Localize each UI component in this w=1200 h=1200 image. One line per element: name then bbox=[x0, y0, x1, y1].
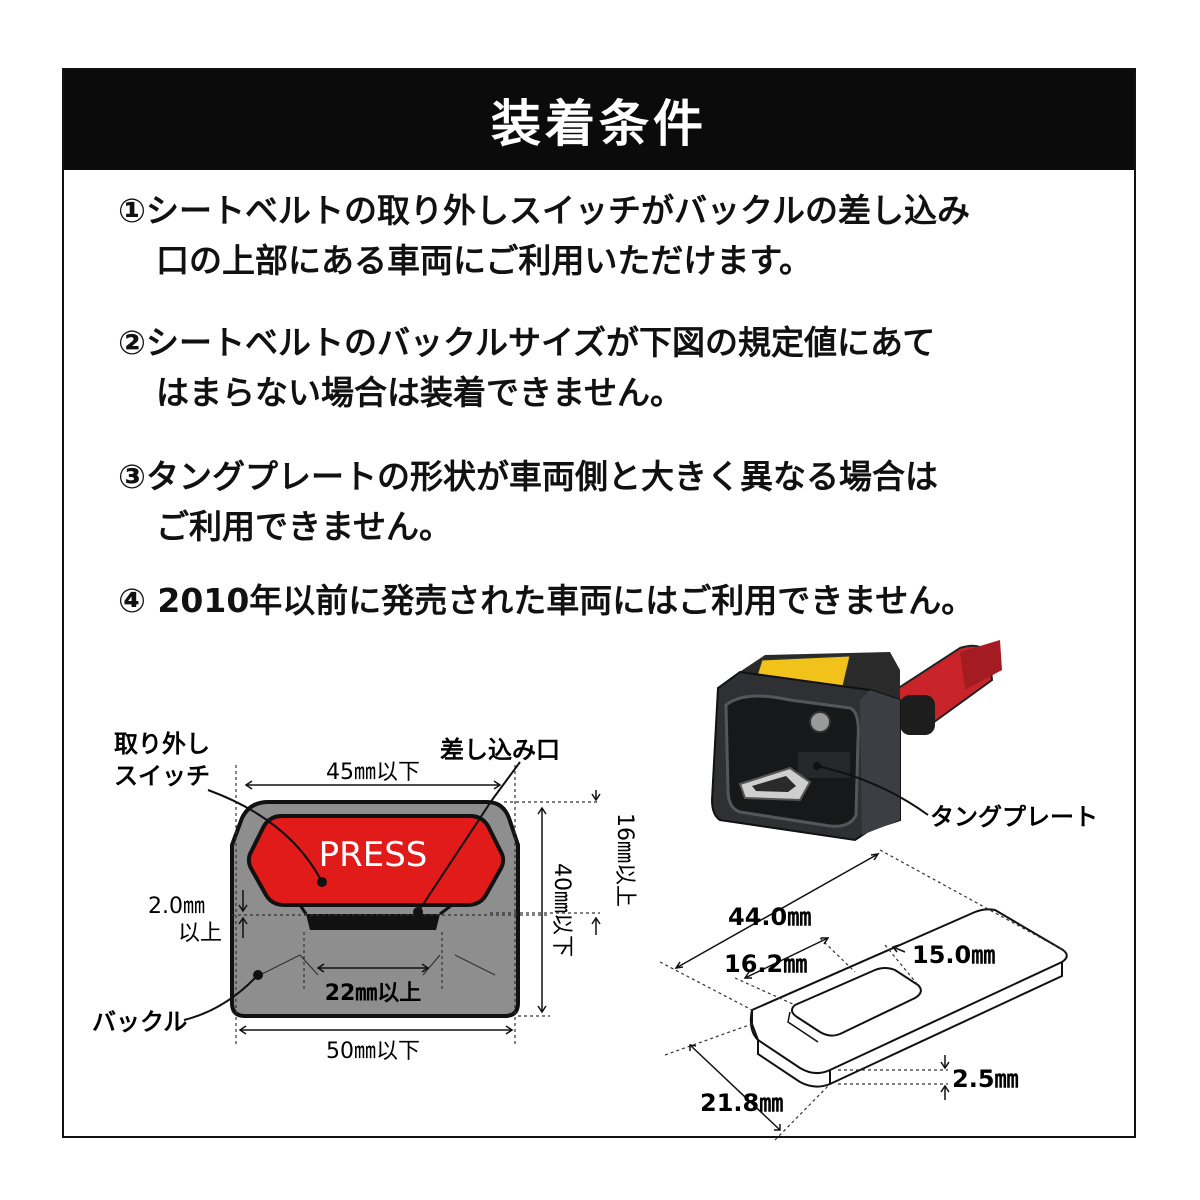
buckle-pointer-dot bbox=[253, 970, 263, 980]
condition-1: ①シートベルトの取り外しスイッチがバックルの差し込み 口の上部にある車両にご利用… bbox=[118, 186, 970, 286]
product-image: タングプレート bbox=[710, 640, 1098, 842]
hole-offset-label: 16.2㎜ bbox=[724, 950, 807, 978]
release-switch-label-2: スイッチ bbox=[114, 762, 210, 790]
gap-label-2: 以上 bbox=[178, 921, 222, 946]
product-side bbox=[860, 690, 900, 835]
buckle-label: バックル bbox=[92, 1008, 187, 1036]
product-tongue-hole bbox=[752, 776, 796, 792]
slot-label: 差し込み口 bbox=[440, 736, 560, 764]
condition-4: ④ 2010年以前に発売された車両にはご利用できません。 bbox=[118, 576, 974, 626]
plate-arrows bbox=[674, 853, 950, 1131]
tongue-plate-label: タングプレート bbox=[930, 803, 1098, 831]
condition-1-line2: 口の上部にある車両にご利用いただけます。 bbox=[156, 241, 813, 280]
buckle-slot bbox=[306, 914, 440, 930]
condition-3-line1: ③タングプレートの形状が車両側と大きく異なる場合は bbox=[118, 457, 938, 496]
condition-1-line1: ①シートベルトの取り外しスイッチがバックルの差し込み bbox=[118, 191, 970, 230]
condition-4-line1: ④ 2010年以前に発売された車両にはご利用できません。 bbox=[118, 581, 975, 620]
plate-hole bbox=[791, 967, 922, 1037]
width-top-label: 45㎜以下 bbox=[326, 760, 420, 785]
product-strap-end bbox=[960, 640, 1002, 690]
plate-width-label: 21.8㎜ bbox=[700, 1089, 783, 1117]
product-screw bbox=[809, 711, 831, 733]
buckle-arrows bbox=[238, 780, 601, 1035]
press-button bbox=[246, 814, 506, 907]
condition-2: ②シートベルトのバックルサイズが下図の規定値にあて はまらない場合は装着できませ… bbox=[118, 318, 935, 418]
condition-2-line1: ②シートベルトのバックルサイズが下図の規定値にあて bbox=[118, 323, 936, 362]
tongue-leader bbox=[816, 765, 929, 816]
condition-2-line2: はまらない場合は装着できません。 bbox=[156, 373, 684, 412]
tongue-plate-drawing: 44.0㎜ 16.2㎜ 15.0㎜ 21.8㎜ 2.5㎜ bbox=[659, 849, 1068, 1141]
thickness-label: 2.5㎜ bbox=[952, 1065, 1019, 1093]
slot-pointer-dot bbox=[413, 907, 423, 917]
buckle-leaders bbox=[183, 761, 521, 1021]
header-bar: 装着条件 bbox=[64, 70, 1134, 170]
product-neck bbox=[900, 695, 935, 735]
page-title: 装着条件 bbox=[491, 95, 707, 153]
slot-width-label: 22㎜以上 bbox=[325, 981, 422, 1006]
buckle-diagram: PRESS bbox=[92, 730, 637, 1064]
hole-width-label: 15.0㎜ bbox=[912, 941, 995, 969]
width-bottom-label: 50㎜以下 bbox=[326, 1039, 420, 1064]
condition-3: ③タングプレートの形状が車両側と大きく異なる場合は ご利用できません。 bbox=[118, 452, 938, 552]
gap-label-1: 2.0㎜ bbox=[148, 894, 205, 919]
press-label: PRESS bbox=[319, 835, 428, 875]
plate-dimension-guides bbox=[659, 849, 1064, 1141]
height-top-label: 16㎜以上 bbox=[612, 813, 637, 907]
buckle-dimension-guides bbox=[232, 765, 600, 1045]
buckle-shading bbox=[259, 954, 496, 976]
switch-pointer-dot bbox=[317, 877, 327, 887]
length-label: 44.0㎜ bbox=[728, 903, 811, 931]
height-total-label: 40㎜以下 bbox=[549, 863, 574, 957]
release-switch-label-1: 取り外し bbox=[114, 730, 210, 758]
product-slot bbox=[798, 752, 850, 778]
condition-3-line2: ご利用できません。 bbox=[156, 507, 453, 546]
